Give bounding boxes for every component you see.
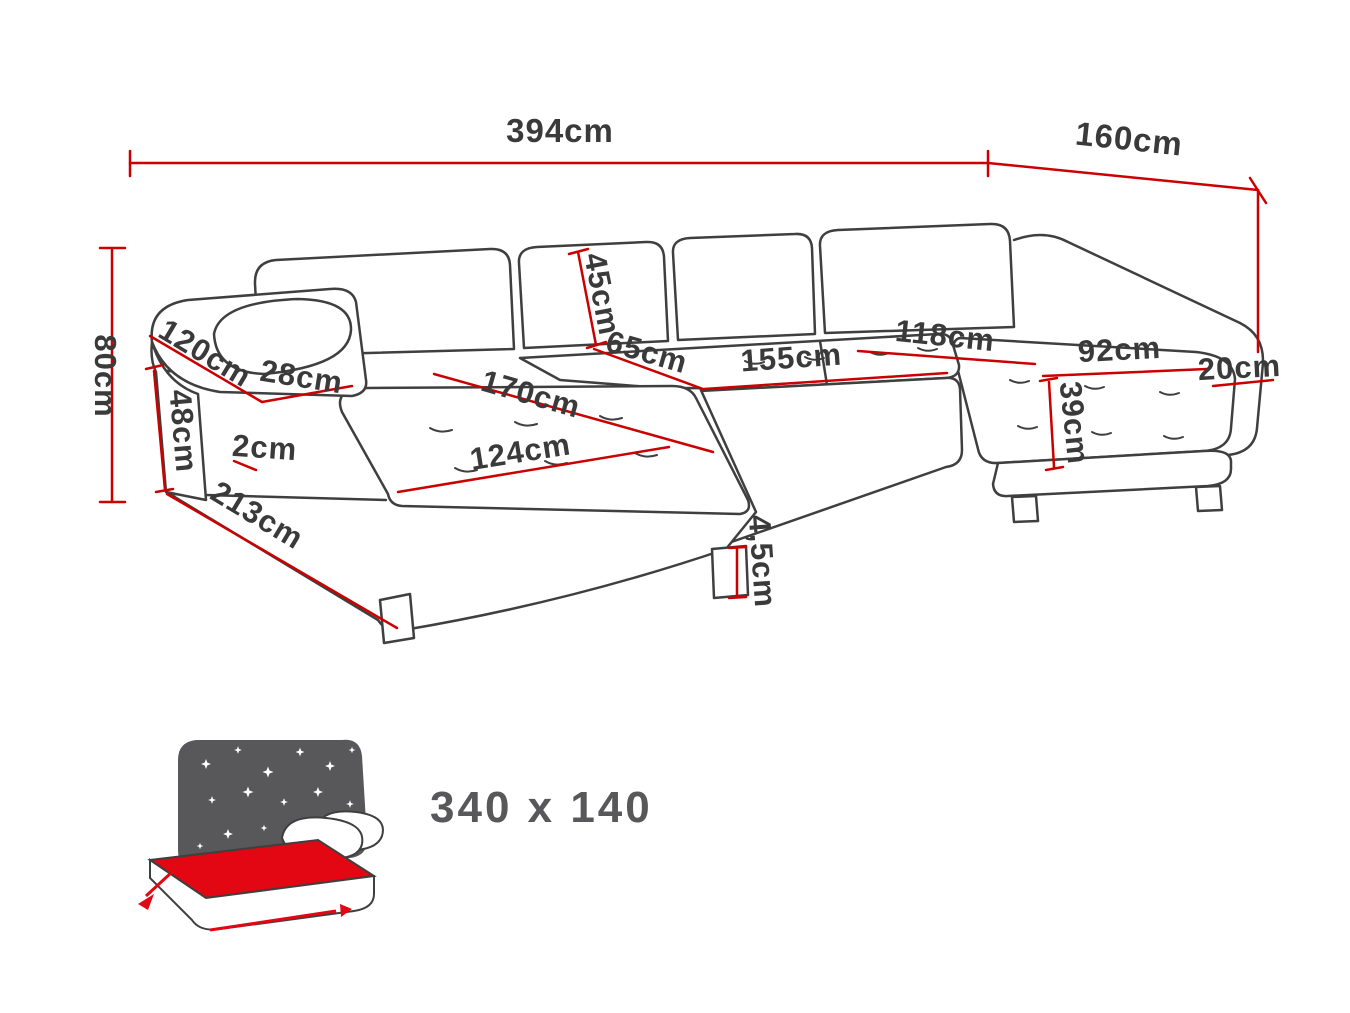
dimension-label-armrest-height: 48cm bbox=[162, 388, 204, 474]
dim-ticks-right-height bbox=[1038, 376, 1065, 472]
back-cushion-2 bbox=[517, 240, 670, 350]
middle-leg bbox=[710, 544, 750, 600]
left-chaise-leg bbox=[378, 592, 416, 645]
dim-line-seat-depth bbox=[592, 347, 705, 391]
dimension-label-right-end: 20cm bbox=[1197, 348, 1282, 387]
back-cushion-3 bbox=[671, 232, 817, 342]
dimension-label-total-depth: 160cm bbox=[1074, 115, 1185, 163]
mattress-base bbox=[149, 858, 375, 931]
dim-line-chaise-seat-length bbox=[432, 372, 715, 454]
dimension-label-middle-width: 155cm bbox=[739, 337, 843, 379]
dim-line-chaise-seat-width bbox=[396, 445, 671, 494]
dim-line-middle-width bbox=[702, 371, 949, 391]
dim-line-total-depth bbox=[986, 161, 1260, 192]
sofa-drawing bbox=[150, 222, 1265, 645]
expand-arrow-left-head bbox=[138, 894, 154, 910]
right-chaise-leg-side bbox=[1194, 484, 1224, 513]
dim-ticks-leg-height bbox=[727, 545, 748, 600]
dimension-lines bbox=[98, 149, 1275, 630]
dim-line-side-gap bbox=[232, 459, 258, 472]
middle-seat-divider bbox=[818, 339, 829, 387]
dimension-label-total-height: 80cm bbox=[88, 334, 123, 417]
dimension-label-right-seat: 92cm bbox=[1077, 330, 1162, 369]
dim-line-right-height bbox=[1047, 380, 1056, 469]
dim-line-armrest-length bbox=[148, 334, 264, 404]
dimension-label-right-height: 39cm bbox=[1053, 380, 1097, 466]
sleeping-function-icon: 340 x 140 bbox=[138, 739, 653, 932]
dim-ticks-armrest-height bbox=[144, 363, 175, 494]
right-chaise-leg-front bbox=[1010, 494, 1040, 524]
dim-ticks-total-height bbox=[98, 246, 127, 504]
dim-line-armrest-width bbox=[260, 384, 354, 404]
sleeping-size-label: 340 x 140 bbox=[430, 783, 653, 832]
back-cushion-4 bbox=[818, 222, 1016, 335]
dim-line-right-seat bbox=[1041, 367, 1209, 378]
dim-line-chaise-outer bbox=[165, 492, 399, 630]
dimension-label-leg-height: 4,5cm bbox=[742, 514, 783, 609]
expand-arrows bbox=[138, 870, 352, 932]
dim-line-right-depth bbox=[856, 349, 1037, 366]
expand-arrow-left bbox=[144, 870, 174, 898]
dim-line-armrest-height bbox=[152, 369, 167, 492]
armrest-pillow bbox=[212, 297, 353, 376]
expand-arrow-front-head bbox=[340, 904, 352, 917]
dim-ticks-back-height bbox=[567, 247, 608, 350]
dimension-label-total-width: 394cm bbox=[506, 112, 614, 149]
dim-line-right-end bbox=[1211, 378, 1275, 388]
dimension-label-side-gap: 2cm bbox=[231, 428, 298, 467]
dim-line-back-height bbox=[576, 250, 598, 347]
expand-arrow-front bbox=[209, 909, 337, 932]
